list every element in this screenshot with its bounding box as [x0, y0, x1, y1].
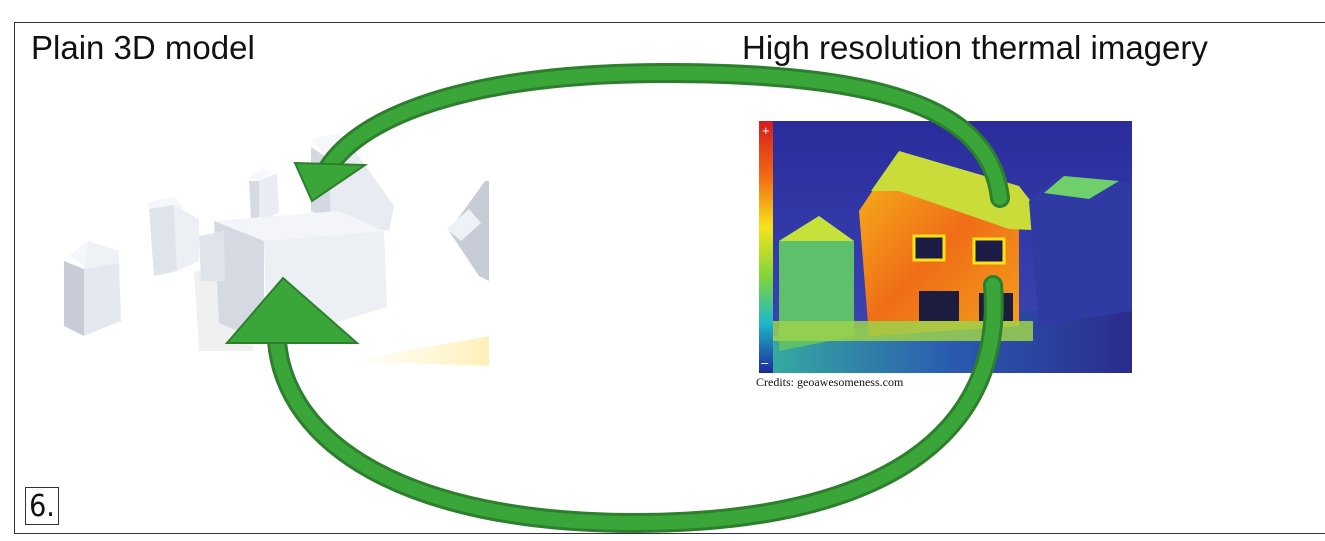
plus-icon: +	[762, 123, 770, 138]
left-title: Plain 3D model	[31, 29, 255, 66]
light-wedge	[349, 336, 489, 366]
plain-3d-model-image	[64, 133, 489, 366]
right-title: High resolution thermal imagery	[742, 29, 1208, 66]
slide-frame: Plain 3D model High resolution thermal i…	[14, 22, 1325, 534]
thermal-right-house	[1029, 176, 1132, 326]
thermal-image: + –	[759, 121, 1132, 373]
building-right-edge	[447, 181, 489, 281]
building-back-left	[147, 196, 199, 276]
slide-number: 6.	[25, 487, 59, 525]
building-small-left	[64, 241, 121, 336]
building-tower	[249, 169, 279, 221]
credits-caption: Credits: geoawesomeness.com	[756, 375, 904, 389]
temperature-scale-bar	[759, 121, 773, 373]
minus-icon: –	[761, 355, 769, 370]
building-main	[199, 211, 387, 343]
